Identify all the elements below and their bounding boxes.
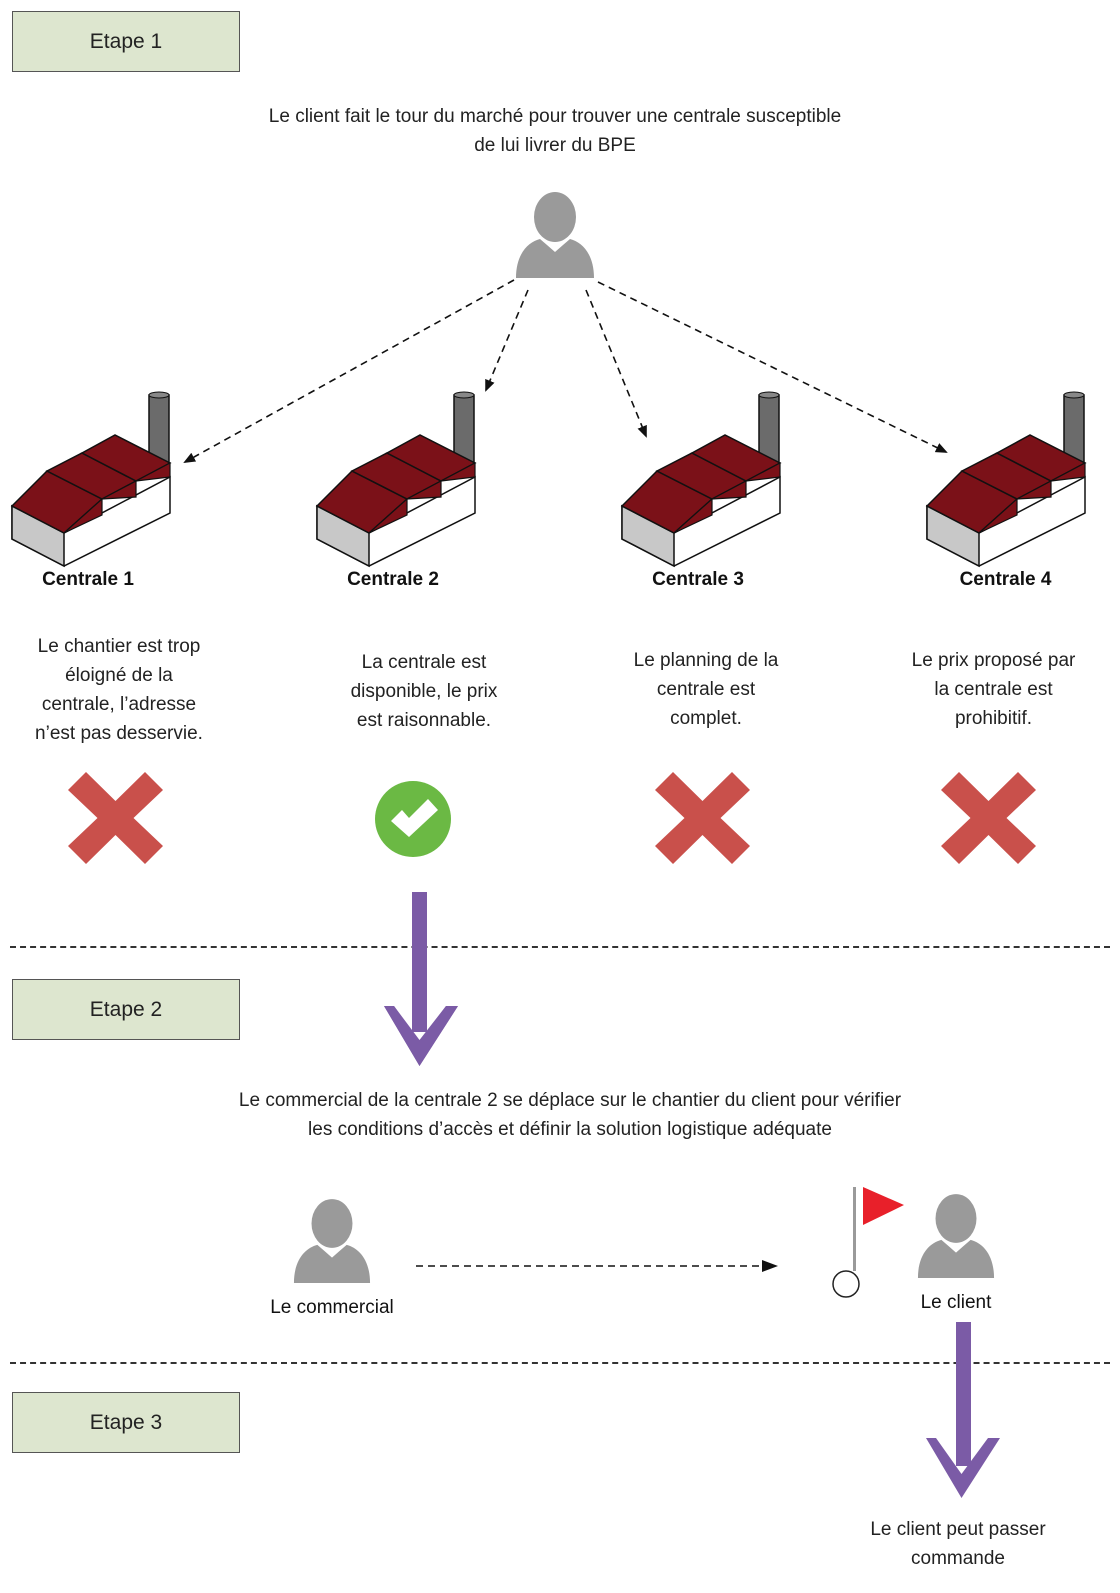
step1-intro: Le client fait le tour du marché pour tr…: [140, 102, 970, 160]
stage-1-box: Etape 1: [12, 11, 240, 72]
commercial-to-client-arrow: [416, 1260, 778, 1272]
step2-intro-line1: Le commercial de la centrale 2 se déplac…: [238, 1090, 902, 1111]
centrale-3-desc-line: Le planning de la: [633, 650, 779, 671]
step2-intro-line2: les conditions d’accès et définir la sol…: [308, 1119, 832, 1140]
centrale-3-desc-line: centrale est: [656, 679, 756, 700]
centrale-2-description: La centrale est disponible, le prix est …: [314, 648, 534, 735]
centrale-3-factory-icon: [620, 391, 782, 568]
centrale-1-cross-icon: [68, 772, 163, 864]
step3-result: Le client peut passer commande: [838, 1515, 1078, 1573]
centrale-2-desc-line: La centrale est: [361, 652, 487, 673]
step2-intro: Le commercial de la centrale 2 se déplac…: [120, 1086, 1020, 1144]
arrow-to-centrale-4: [597, 281, 948, 453]
step1-intro-line2: de lui livrer du BPE: [474, 135, 636, 156]
centrale-2-checkmark-icon: [375, 781, 451, 857]
step1-intro-line1: Le client fait le tour du marché pour tr…: [268, 106, 842, 127]
client-person-icon: [516, 192, 594, 278]
client-label: Le client: [920, 1292, 992, 1313]
centrale-2-name: Centrale 2: [347, 569, 439, 590]
stage-2-box: Etape 2: [12, 979, 240, 1040]
arrow-to-centrale-1: [183, 279, 515, 463]
centrale-1-desc-line: Le chantier est trop: [37, 636, 201, 657]
centrale-1-description: Le chantier est trop éloigné de la centr…: [9, 632, 229, 748]
centrale-2-factory-icon: [315, 391, 477, 568]
stage-3-box: Etape 3: [12, 1392, 240, 1453]
arrow-to-centrale-2: [485, 289, 529, 392]
centrale-2-desc-line: disponible, le prix: [350, 681, 498, 702]
stage-1-label: Etape 1: [89, 29, 163, 53]
step3-result-line2: commande: [911, 1548, 1005, 1569]
step3-result-line1: Le client peut passer: [870, 1519, 1046, 1540]
centrale-3-name: Centrale 3: [652, 569, 744, 590]
centrale-1-desc-line: n’est pas desservie.: [35, 723, 203, 744]
stage-divider-1: [10, 946, 1110, 948]
centrale-4-factory-icon: [925, 391, 1087, 568]
commercial-label: Le commercial: [270, 1297, 394, 1318]
centrale-2-down-arrow: [384, 892, 458, 1066]
centrale-3-desc-line: complet.: [670, 708, 742, 729]
centrale-2-desc-line: est raisonnable.: [356, 710, 492, 731]
stage-2-label: Etape 2: [89, 997, 163, 1021]
client-to-centrales-arrows: [183, 279, 948, 463]
centrale-1-factory-icon: [10, 391, 172, 568]
centrale-4-cross-icon: [941, 772, 1036, 864]
centrale-4-description: Le prix proposé par la centrale est proh…: [881, 646, 1106, 733]
centrale-1-desc-line: centrale, l’adresse: [41, 694, 197, 715]
centrale-3-cross-icon: [655, 772, 750, 864]
client-site-person-icon: [917, 1194, 995, 1278]
arrow-to-centrale-3: [585, 289, 647, 438]
centrale-4-desc-line: prohibitif.: [954, 708, 1033, 729]
centrale-4-desc-line: la centrale est: [934, 679, 1053, 700]
centrale-4-desc-line: Le prix proposé par: [911, 650, 1076, 671]
centrale-1-name: Centrale 1: [42, 569, 134, 590]
centrale-1-desc-line: éloigné de la: [65, 665, 173, 686]
client-down-arrow: [926, 1322, 1000, 1498]
centrale-3-description: Le planning de la centrale est complet.: [596, 646, 816, 733]
stage-3-label: Etape 3: [89, 1410, 163, 1434]
centrale-4-name: Centrale 4: [959, 569, 1052, 590]
commercial-person-icon: [293, 1199, 371, 1283]
stage-divider-2: [10, 1362, 1110, 1364]
flag-icon: [832, 1187, 904, 1298]
